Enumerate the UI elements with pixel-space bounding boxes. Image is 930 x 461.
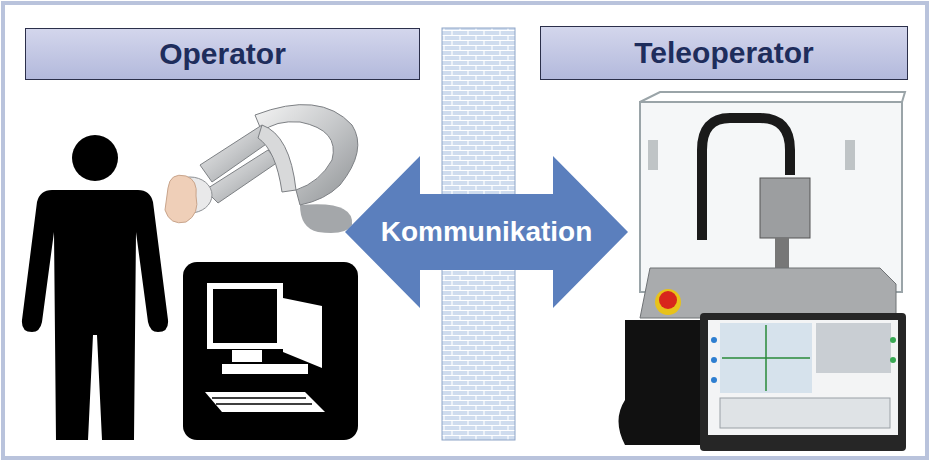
haptic-device (165, 105, 358, 233)
header-box: Operator (25, 28, 420, 80)
double-arrow (345, 156, 628, 308)
computer-icon (183, 262, 358, 440)
column-panel: Operator (20, 28, 420, 440)
arrow-label: Kommunikation (381, 216, 593, 248)
header-box: Teleoperator (540, 26, 908, 80)
person-icon (22, 135, 168, 440)
column-panel: Teleoperator (538, 26, 908, 440)
frame (3, 3, 927, 458)
machine (619, 92, 907, 451)
